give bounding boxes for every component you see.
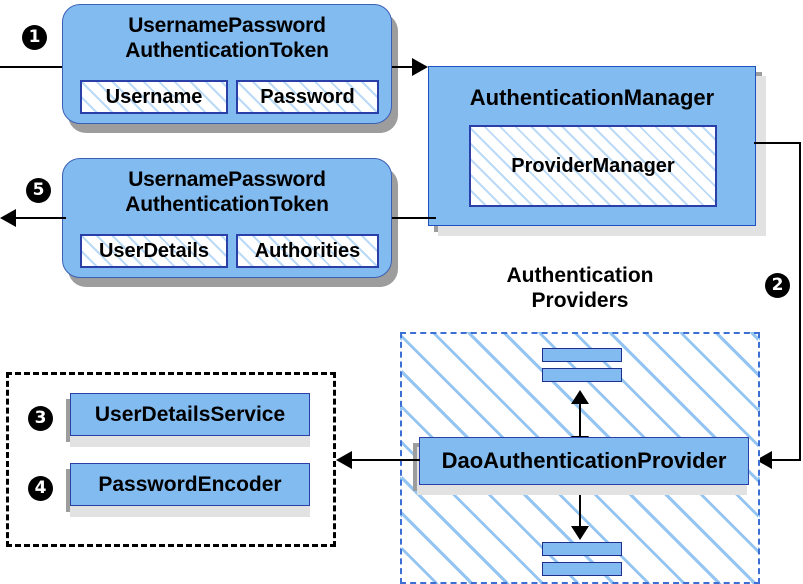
step-badge-2: 2 (765, 273, 790, 298)
stub-provider-bottom-2[interactable] (542, 562, 622, 576)
providers-to-services-arrowhead (336, 451, 352, 469)
user-details-service-box[interactable]: UserDetailsService (70, 393, 310, 436)
request-to-manager-line (392, 66, 424, 68)
authentication-manager-box[interactable]: AuthenticationManager ProviderManager (428, 66, 756, 226)
response-token-title-line2: AuthenticationToken (125, 193, 329, 216)
provider-link-upper-line (579, 396, 581, 444)
request-token-field-password[interactable]: Password (236, 80, 379, 114)
request-inbound-line (0, 66, 72, 68)
request-token-title-line2: AuthenticationToken (125, 39, 329, 62)
request-token-title-line1: UsernamePassword (128, 14, 326, 37)
provider-link-lower-line (579, 486, 581, 534)
provider-link-lower-arrow-down (571, 526, 589, 540)
password-encoder-box[interactable]: PasswordEncoder (70, 463, 310, 506)
response-outbound-arrowhead (0, 209, 16, 227)
response-token-field-userdetails[interactable]: UserDetails (80, 234, 228, 268)
dao-authentication-provider-box[interactable]: DaoAuthenticationProvider (419, 437, 749, 485)
step-badge-1: 1 (22, 25, 47, 50)
request-to-manager-arrowhead (412, 58, 428, 76)
manager-to-providers-line-vertical (799, 142, 801, 460)
stub-provider-bottom-1[interactable] (542, 542, 622, 556)
stub-provider-top-2[interactable] (542, 368, 622, 382)
response-token-field-authorities[interactable]: Authorities (236, 234, 379, 268)
stub-provider-top-1[interactable] (542, 348, 622, 362)
request-token-box[interactable]: UsernamePassword AuthenticationToken Use… (62, 4, 392, 124)
request-token-field-username[interactable]: Username (80, 80, 228, 114)
manager-to-providers-line-top (754, 142, 801, 144)
provider-manager-box[interactable]: ProviderManager (469, 125, 717, 207)
providers-caption-line1: Authentication (506, 264, 654, 287)
response-token-title-line1: UsernamePassword (128, 168, 326, 191)
manager-to-providers-arrowhead (756, 451, 772, 469)
response-token-box[interactable]: UsernamePassword AuthenticationToken Use… (62, 158, 392, 278)
manager-to-response-line (392, 217, 436, 219)
step-badge-5: 5 (26, 178, 51, 203)
step-badge-4: 4 (28, 476, 53, 501)
response-outbound-line (16, 217, 66, 219)
manager-to-providers-line-bottom (768, 459, 801, 461)
authentication-manager-title: AuthenticationManager (469, 85, 715, 110)
provider-link-upper-arrow-up (571, 390, 589, 404)
step-badge-3: 3 (28, 406, 53, 431)
providers-caption-line2: Providers (531, 289, 629, 312)
providers-to-services-line (352, 459, 420, 461)
